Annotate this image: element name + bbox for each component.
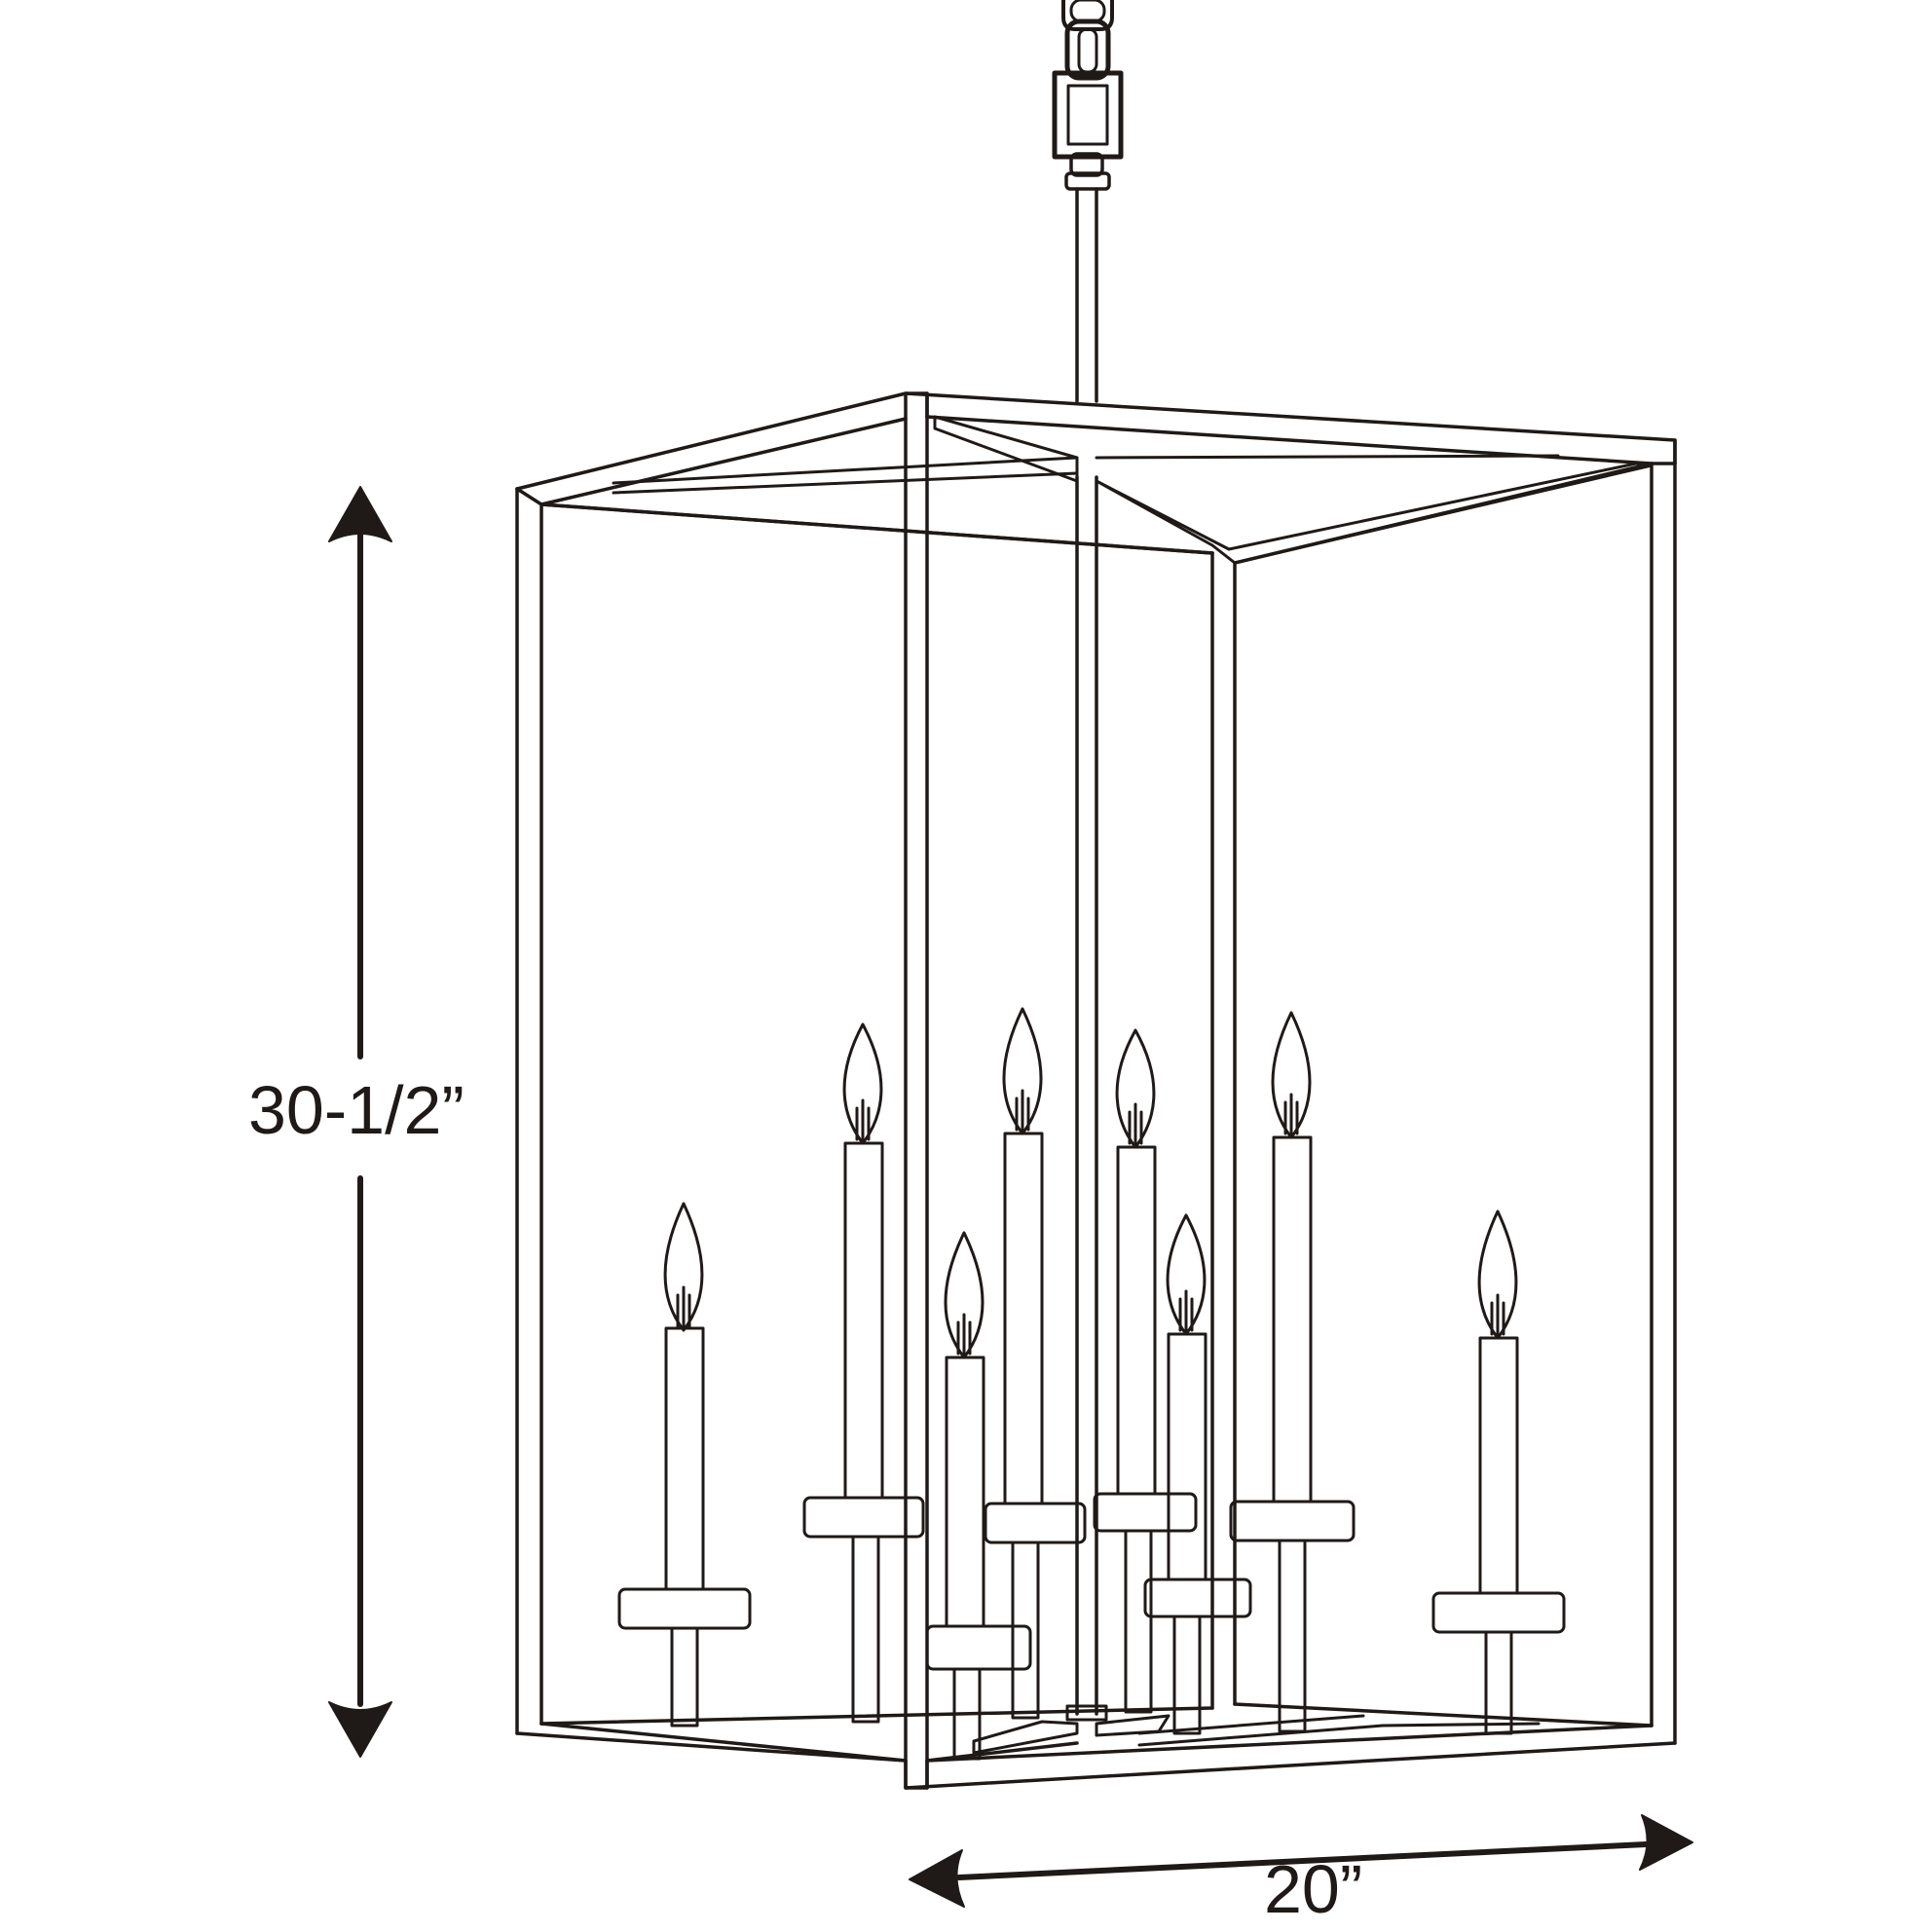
candle-7	[1143, 1213, 1252, 1735]
candle-4	[1093, 1028, 1198, 1714]
width-dimension-arrow	[909, 1814, 1693, 1908]
width-dimension-label: 20”	[1264, 1851, 1363, 1927]
candle-8	[1431, 1209, 1566, 1735]
candle-6	[925, 1231, 1032, 1761]
candles	[617, 1007, 1566, 1761]
chain-and-rod	[1052, 0, 1124, 403]
candle-3	[984, 1007, 1087, 1720]
height-dimension-arrow	[328, 486, 392, 1758]
candle-5	[1229, 1011, 1356, 1733]
cage-frame	[515, 391, 1677, 1790]
candle-1	[617, 1202, 752, 1728]
candle-2	[802, 1022, 925, 1724]
center-hub	[1065, 1704, 1108, 1722]
height-dimension-label: 30-1/2”	[248, 1072, 464, 1148]
